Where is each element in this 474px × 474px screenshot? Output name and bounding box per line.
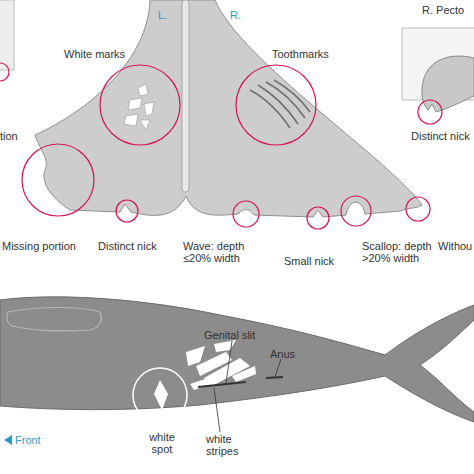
anus — [266, 377, 283, 378]
front-arrow — [4, 435, 12, 445]
feature-label: white spot — [143, 431, 181, 455]
feature-label: Missing portion — [2, 240, 76, 252]
pectoral-fin — [422, 56, 474, 112]
feature-label: White marks — [64, 48, 125, 60]
feature-label: white stripes — [206, 433, 250, 457]
feature-label: R. — [230, 9, 241, 21]
feature-circles — [22, 65, 430, 229]
feature-label: Small nick — [284, 255, 334, 267]
feature-label: R. Pecto — [422, 4, 464, 16]
feature-label: tion — [0, 130, 18, 142]
white-stripes — [186, 340, 256, 390]
feature-label: Anus — [270, 348, 295, 360]
toothmarks — [250, 80, 310, 128]
feature-label: Scallop: depth >20% width — [362, 240, 440, 264]
white-marks — [124, 84, 154, 130]
white-spot — [154, 380, 168, 410]
inset-frame — [0, 0, 14, 70]
feature-circle — [0, 63, 9, 81]
feature-circle — [418, 100, 442, 124]
tail-fluke — [35, 0, 422, 217]
feature-label: Front — [15, 434, 41, 446]
head-contour — [7, 308, 101, 331]
spot-circle — [133, 368, 187, 422]
feature-label: L. — [158, 9, 167, 21]
feature-label: Wave: depth ≤20% width — [183, 240, 251, 264]
whale-body — [0, 297, 474, 422]
feature-label: Distinct nick — [98, 240, 157, 252]
feature-label: Withou — [438, 240, 472, 252]
feature-label: Genital slit — [204, 329, 255, 341]
fluke-ridge — [182, 0, 189, 192]
feature-label: Toothmarks — [272, 48, 329, 60]
genital-slit — [198, 382, 246, 387]
feature-label: Distinct nick — [411, 130, 470, 142]
